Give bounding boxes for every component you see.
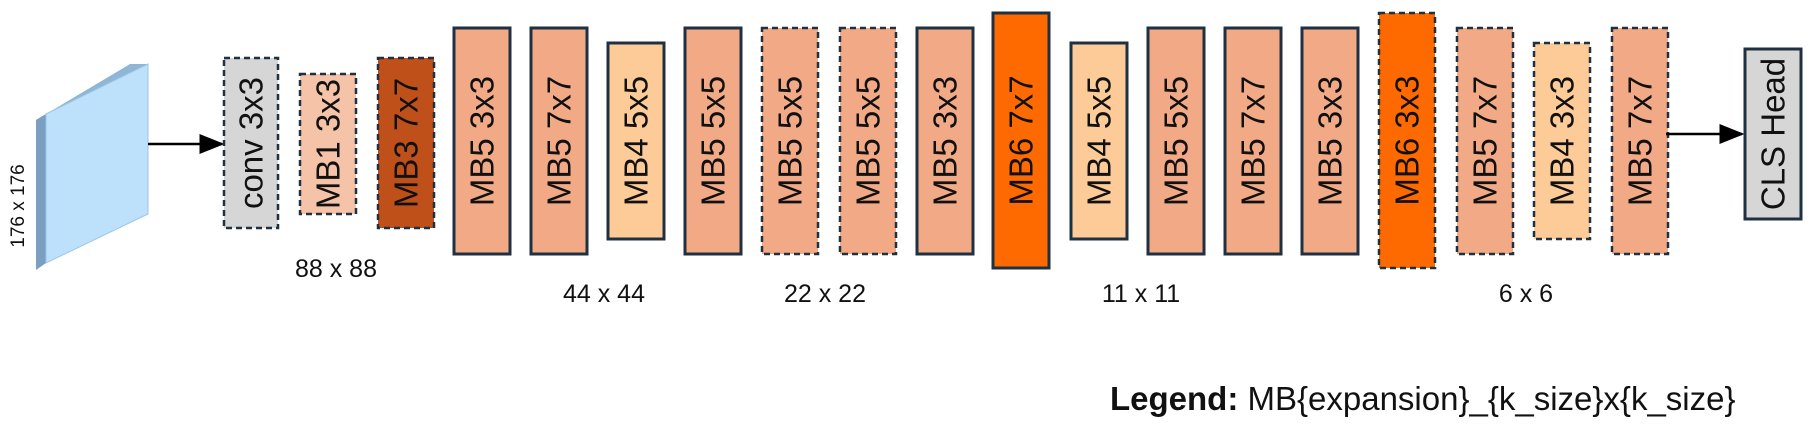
mb-block-label: MB3 7x7 [388,78,425,208]
mb-block-rect [1300,26,1360,256]
mb-block-rect [298,72,358,216]
mb-block-rect [1069,41,1129,241]
mb-block-label: MB6 3x3 [1389,75,1426,205]
legend: Legend: MB{expansion}_{k_size}x{k_size} [1110,380,1736,418]
mb-block-rect [760,26,820,256]
mb-block-rect [1610,26,1670,256]
mb-block-rect [1377,11,1437,270]
mb-block: MB1 3x3 [298,72,358,216]
mb-block: MB5 7x7 [1455,26,1515,256]
mb-block-rect [1455,26,1515,256]
mb-block-label: MB5 7x7 [1622,76,1659,206]
legend-text: MB{expansion}_{k_size}x{k_size} [1247,380,1736,417]
resolution-label-44: 44 x 44 [563,280,645,308]
mb-block: MB5 5x5 [1146,26,1206,256]
mb-block-rect [1532,41,1592,241]
mb-block: MB6 7x7 [991,11,1051,270]
mb-block-label: MB5 3x3 [927,76,964,206]
mb-block: MB5 5x5 [760,26,820,256]
mb-block-rect [529,26,589,256]
input-image [36,63,149,270]
mb-block-label: MB5 5x5 [850,76,887,206]
mb-block-label: MB5 5x5 [772,76,809,206]
mb-block: MB5 5x5 [683,26,743,256]
cls-head-block: CLS Head [1743,47,1803,221]
mb-block-label: MB5 5x5 [695,76,732,206]
resolution-label-88: 88 x 88 [295,255,377,283]
mb-block-rect [838,26,898,256]
mb-block-rect [1223,26,1283,256]
mb-block: MB5 7x7 [1223,26,1283,256]
mb-block: MB6 3x3 [1377,11,1437,270]
mb-block-label: MB4 3x3 [1544,76,1581,206]
mb-block: MB5 3x3 [915,26,975,256]
mb-block: MB5 5x5 [838,26,898,256]
mb-block-rect [452,26,512,256]
mb-block-label: MB5 7x7 [1235,76,1272,206]
mb-block: MB4 5x5 [606,41,666,241]
mb-block-rect [683,26,743,256]
mb-block: MB4 3x3 [1532,41,1592,241]
resolution-label-11: 11 x 11 [1102,280,1180,308]
mb-block-label: MB5 5x5 [1158,76,1195,206]
mb-block: MB5 3x3 [1300,26,1360,256]
cls-head-label: CLS Head [1755,58,1792,210]
mb-block-rect [606,41,666,241]
mb-block-label: MB4 5x5 [1081,76,1118,206]
mb-block: MB5 7x7 [1610,26,1670,256]
mb-block: MB5 3x3 [452,26,512,256]
mb-block-rect [991,11,1051,270]
mb-block-rect [1146,26,1206,256]
resolution-label-22: 22 x 22 [784,280,866,308]
stem-label: conv 3x3 [233,77,270,209]
mb-block-rect [915,26,975,256]
mb-block-label: MB4 5x5 [618,76,655,206]
legend-title: Legend: [1110,380,1239,417]
mb-block-rect [376,56,436,230]
mb-block-label: MB5 7x7 [1467,76,1504,206]
mb-blocks: MB1 3x3 MB3 7x7 MB5 3x3 MB5 7x7 MB4 5x5 MB5 5… [298,11,1670,270]
stem-block: conv 3x3 [222,56,280,230]
input-resolution-label: 176 x 176 [8,164,29,247]
mb-block: MB3 7x7 [376,56,436,230]
mb-block-label: MB5 3x3 [464,76,501,206]
mb-block: MB4 5x5 [1069,41,1129,241]
mb-block-label: MB5 3x3 [1312,76,1349,206]
mb-block-label: MB6 7x7 [1003,75,1040,205]
mb-block: MB5 7x7 [529,26,589,256]
mb-block-label: MB5 7x7 [541,76,578,206]
mb-block-label: MB1 3x3 [310,79,347,209]
resolution-label-6: 6 x 6 [1499,280,1553,308]
